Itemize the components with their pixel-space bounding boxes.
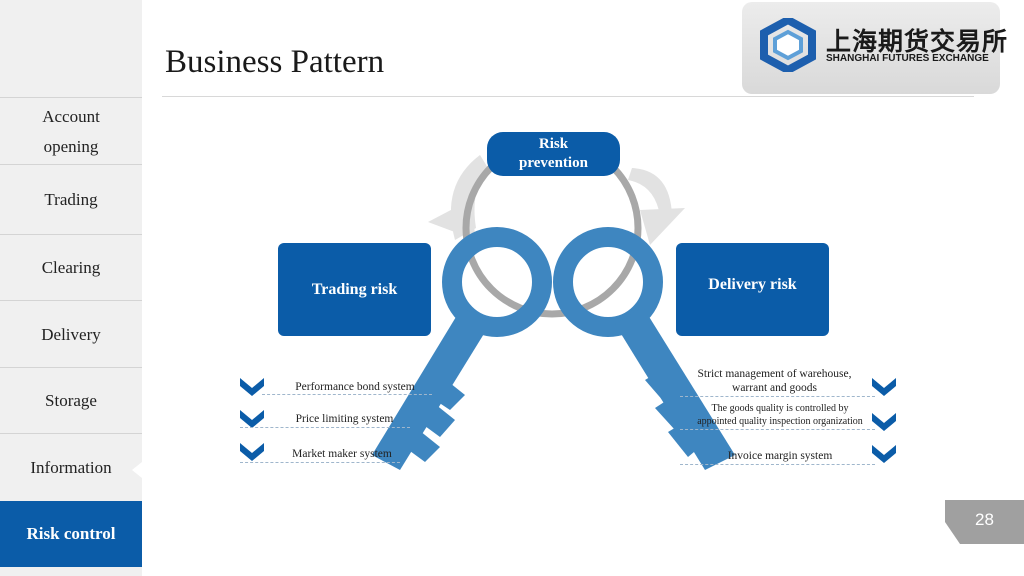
delivery-risk-box: Delivery risk: [676, 243, 829, 336]
risk-prevention-label: Risk prevention: [487, 132, 620, 176]
left-list-item: Market maker system: [292, 448, 392, 460]
chevron-down-icon: [872, 445, 896, 463]
key-tooth-number: 3: [444, 450, 453, 469]
sidebar-item-label: opening: [43, 136, 99, 156]
sidebar-nav: Account opening Trading Clearing Deliver…: [0, 0, 142, 576]
chevron-down-icon: [872, 378, 896, 396]
key-tooth-number: 1: [619, 382, 628, 401]
right-list-line: appointed quality inspection organizatio…: [697, 416, 863, 427]
list-divider: [240, 427, 410, 428]
chevron-down-icon: [240, 378, 264, 396]
risk-prevention-line: prevention: [519, 155, 588, 171]
page-corner: [945, 500, 1024, 544]
list-divider: [680, 396, 875, 397]
page-number: 28: [975, 510, 994, 529]
right-list-line: Invoice margin system: [727, 450, 833, 462]
right-arrowhead-icon: [640, 208, 685, 245]
logo-chinese-text: 上海期货交易所: [826, 27, 1009, 56]
left-key-icon: [372, 227, 552, 470]
sidebar-item-information[interactable]: Information: [0, 433, 142, 501]
trading-risk-label: Trading risk: [311, 280, 398, 298]
risk-prevention-line: Risk: [538, 136, 569, 152]
list-divider: [680, 429, 875, 430]
left-list-item: Price limiting system: [295, 413, 394, 425]
page-title: Business Pattern: [165, 44, 385, 80]
sidebar-item-label: Risk control: [26, 524, 116, 543]
right-list-item: The goods quality is controlled by appoi…: [682, 402, 878, 428]
sidebar-item-label: Account: [42, 106, 100, 126]
key-tooth-number: 1: [479, 382, 488, 401]
sidebar-item-clearing[interactable]: Clearing: [0, 234, 142, 301]
sidebar-item-trading[interactable]: Trading: [0, 164, 142, 235]
sidebar-item-label: Information: [30, 457, 112, 477]
right-arrow-icon: [628, 168, 672, 216]
key-tooth-number: 2: [635, 414, 644, 433]
sidebar-item-risk-control[interactable]: Risk control: [0, 501, 142, 567]
sidebar-item-delivery[interactable]: Delivery: [0, 300, 142, 368]
logo-english-text: SHANGHAI FUTURES EXCHANGE: [826, 53, 989, 64]
list-divider: [240, 462, 400, 463]
key-tooth-number: 3: [653, 450, 662, 469]
key-tooth-number: 2: [460, 417, 469, 436]
delivery-risk-label: Delivery risk: [708, 276, 797, 293]
sidebar-item-account-opening[interactable]: Account opening: [0, 97, 142, 165]
sidebar-item-label: Clearing: [41, 258, 101, 277]
active-pointer: [132, 462, 142, 478]
sidebar-item-label: Storage: [45, 391, 97, 410]
shfe-logo-icon: [760, 18, 816, 72]
right-list-line: The goods quality is controlled by: [711, 403, 849, 414]
chevron-down-icon: [240, 410, 264, 428]
sidebar-item-label: Trading: [44, 190, 98, 209]
sidebar-top: [0, 0, 142, 97]
list-divider: [680, 464, 875, 465]
sidebar-item-label: Delivery: [41, 324, 101, 344]
trading-risk-box: Trading risk: [278, 243, 431, 336]
right-list-line: Strict management of warehouse,: [697, 368, 852, 380]
title-divider: [162, 96, 974, 97]
right-list-item: Strict management of warehouse, warrant …: [682, 367, 867, 395]
left-list-item: Performance bond system: [295, 381, 415, 393]
sidebar-item-storage[interactable]: Storage: [0, 367, 142, 434]
list-divider: [262, 394, 432, 395]
chevron-down-icon: [872, 413, 896, 431]
chevron-down-icon: [240, 443, 264, 461]
right-list-line: warrant and goods: [732, 382, 817, 394]
right-list-item: Invoice margin system: [700, 449, 860, 463]
